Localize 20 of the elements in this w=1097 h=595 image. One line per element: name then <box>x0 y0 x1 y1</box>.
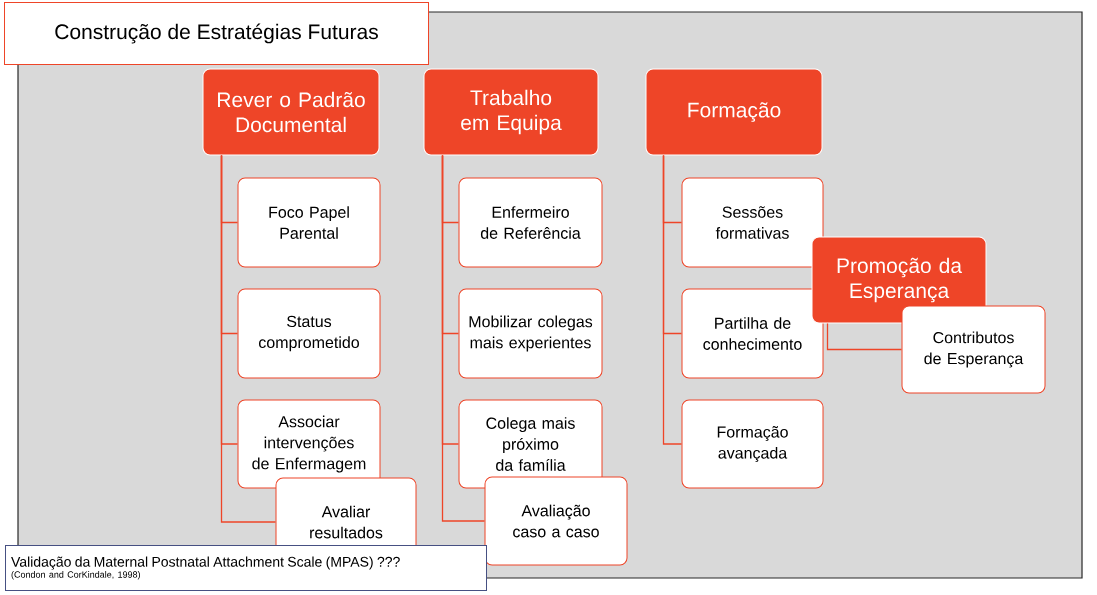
connector-line <box>826 322 903 351</box>
item-box: Contributos de Esperança <box>901 305 1046 394</box>
item-box: Partilha de conhecimento <box>681 288 824 379</box>
reference-box: Validação da Maternal Postnatal Attachment Scale (MPAS) ??? (Condon and CorKindale, 1998) <box>5 545 487 591</box>
connector-line <box>441 154 486 522</box>
item-box: Mobilizar colegas mais experientes <box>458 288 603 379</box>
item-box: Associar intervenções de Enfermagem <box>237 399 381 489</box>
item-box: Sessões formativas <box>681 177 824 268</box>
head-box: Formação <box>645 68 823 156</box>
connector-line <box>220 154 277 523</box>
item-box: Status comprometido <box>237 288 381 379</box>
item-box: Foco Papel Parental <box>237 177 381 268</box>
head-box: Promoção da Esperança <box>811 236 987 324</box>
item-box: Formação avançada <box>681 399 824 489</box>
connector-line <box>662 154 683 445</box>
head-box: Rever o Padrão Documental <box>202 68 380 156</box>
item-box: Enfermeiro de Referência <box>458 177 603 268</box>
head-box: Trabalho em Equipa <box>423 68 599 156</box>
title-box: Construção de Estratégias Futuras <box>4 2 429 65</box>
item-box: Avaliação caso a caso <box>484 476 628 566</box>
